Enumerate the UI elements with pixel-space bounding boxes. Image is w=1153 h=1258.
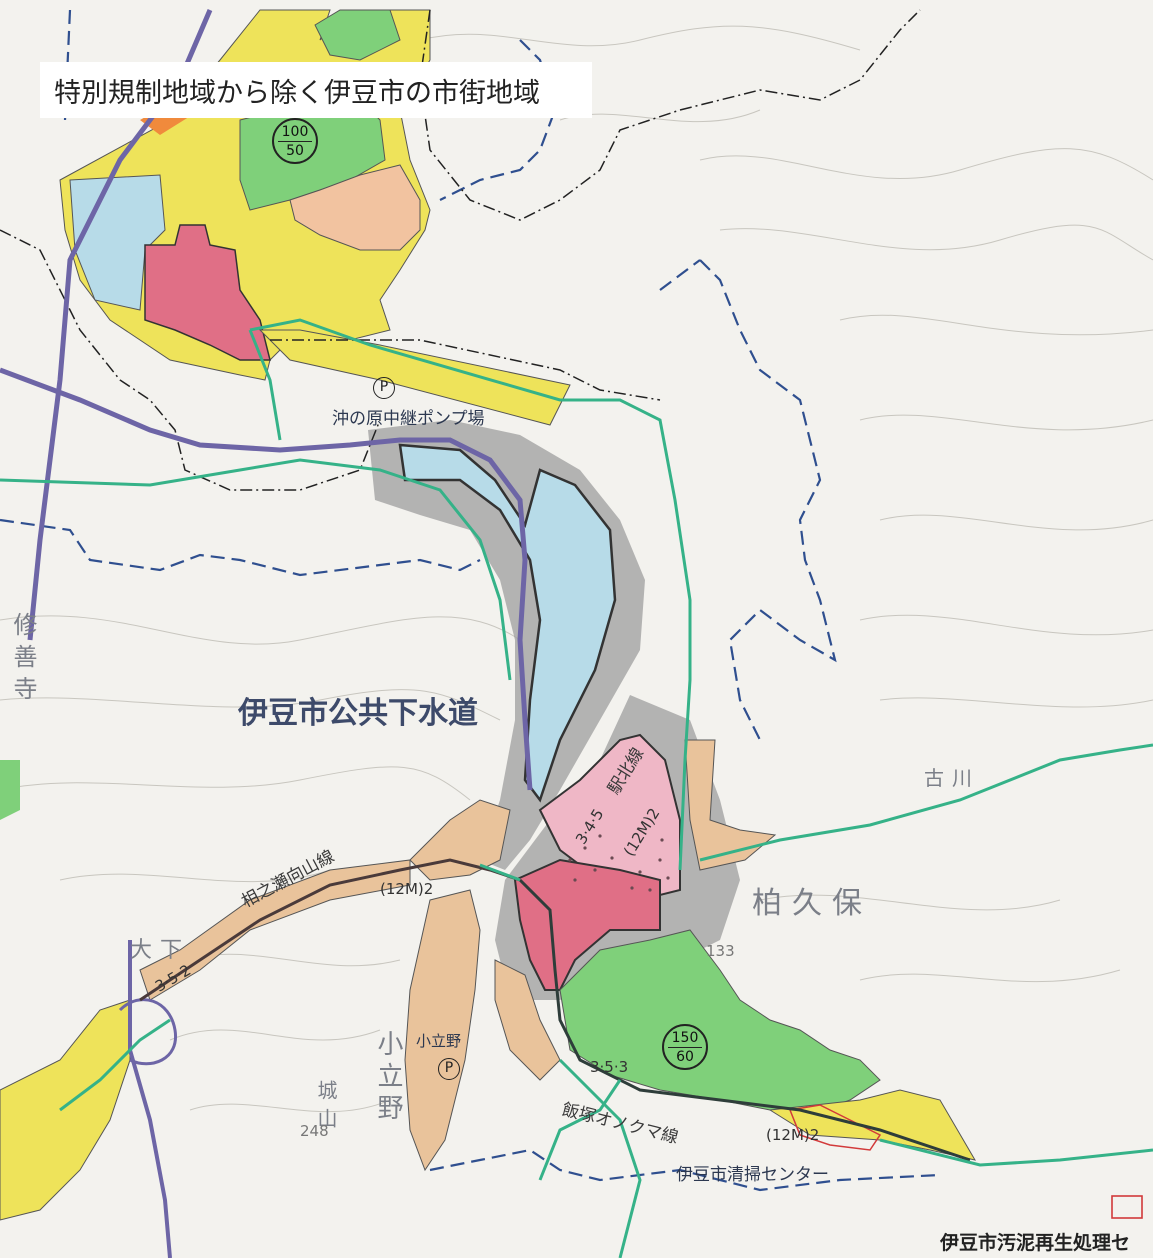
dot-pattern [568, 834, 670, 892]
cleaning-center-outline [788, 1104, 882, 1151]
zone-yellow-strip-east [258, 329, 571, 426]
ratio-bottom-upper: 150 [671, 1029, 699, 1046]
road-width-label-a: (12M)2 [380, 880, 434, 898]
koritsuno-place-label: 小立野 [373, 1030, 403, 1126]
okushita-label: 大下 [130, 938, 191, 963]
sludge-plant-label: 伊豆市汚泥再生処理セ [940, 1232, 1131, 1254]
zone-tan-west-road [139, 859, 411, 1001]
ratio-bottom-bar [668, 1046, 702, 1048]
koritsuno-pump-symbol: P [438, 1058, 460, 1080]
zone-yellow-sw [0, 999, 131, 1221]
pump-station-label: 沖の原中継ポンプ場 [332, 409, 485, 429]
zone-red-nw [144, 224, 271, 361]
floor-area-ratio-top: 100 50 [272, 118, 318, 164]
elevation-248: 248 [300, 1122, 329, 1140]
elevation-133: 133 [706, 942, 735, 960]
zone-blue-central [398, 443, 617, 803]
zone-tan-south-bank [494, 959, 561, 1081]
zone-tan-east [684, 739, 777, 871]
sewer-area-label: 伊豆市公共下水道 [238, 696, 478, 731]
legend-mark [1111, 1195, 1143, 1219]
furukawa-label: 古川 [924, 766, 980, 790]
floor-area-ratio-bottom: 150 60 [662, 1024, 708, 1070]
parking-pump-symbol: P [373, 377, 395, 399]
zone-tan-koritsuno [404, 889, 481, 1172]
road-width-label-c: (12M)2 [766, 1126, 820, 1144]
zone-peach-nw [289, 164, 421, 251]
zone-green-sw [0, 760, 20, 820]
zone-green-se [559, 929, 881, 1116]
ratio-top-bar [278, 140, 312, 142]
road-code-353: 3·5·3 [590, 1058, 629, 1076]
kakubo-place-label: 柏久保 [752, 886, 872, 921]
koritsuno-small-label: 小立野 [416, 1032, 462, 1050]
cleaning-center-label: 伊豆市清掃センター [676, 1165, 829, 1185]
contour-lines [0, 25, 1153, 1113]
zone-red-station [513, 858, 661, 991]
road-ainose [139, 858, 521, 1002]
zone-green-nw-top [314, 9, 401, 61]
purple-road-sw [128, 940, 172, 1258]
purple-loop [118, 998, 177, 1066]
ratio-bottom-lower: 60 [676, 1048, 694, 1065]
purple-road-nw [0, 367, 533, 791]
zone-yellow-se [768, 1089, 977, 1161]
shuzenji-label: 修善寺 [9, 612, 37, 708]
zone-tan-north-bridge [409, 799, 511, 881]
ratio-top-lower: 50 [286, 142, 304, 159]
road-iizuka [518, 878, 971, 1162]
map-title: 特別規制地域から除く伊豆市の市街地域 [40, 62, 592, 118]
sewer-pipes [0, 318, 1153, 1258]
shiroyama-label: 城山 [314, 1080, 338, 1136]
ratio-top-upper: 100 [281, 123, 309, 140]
